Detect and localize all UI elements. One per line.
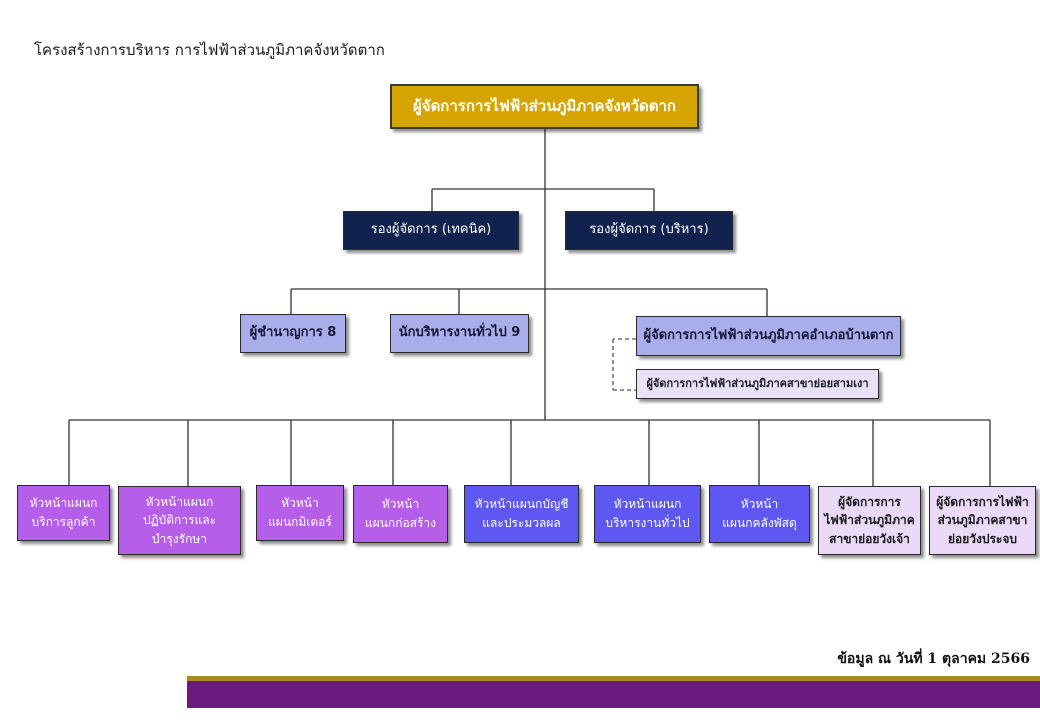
dept-line: หัวหน้าแผนก — [613, 497, 682, 512]
provincial-manager-box: ผู้จัดการการไฟฟ้าส่วนภูมิภาคจังหวัดตาก — [390, 84, 699, 129]
district-manager-label: ผู้จัดการการไฟฟ้าส่วนภูมิภาคอำเภอบ้านตาก — [643, 327, 894, 343]
dept-line: บริการลูกค้า — [31, 515, 96, 529]
deputy-technical-box: รองผู้จัดการ (เทคนิค) — [343, 211, 519, 250]
provincial-manager-label: ผู้จัดการการไฟฟ้าส่วนภูมิภาคจังหวัดตาก — [412, 96, 676, 115]
dept-construction-box: หัวหน้า แผนกก่อสร้าง — [353, 485, 448, 543]
dept-accounting-box: หัวหน้าแผนกบัญชี และประมวลผล — [464, 485, 579, 543]
dept-line: แผนกมิเตอร์ — [268, 515, 332, 529]
dept-line: หัวหน้า — [740, 497, 779, 512]
dept-line: ไฟฟ้าส่วนภูมิภาค — [824, 513, 915, 528]
dept-line: บริหารงานทั่วไป — [605, 516, 690, 530]
dept-line: แผนกก่อสร้าง — [364, 516, 437, 530]
general-officer-box: นักบริหารงานทั่วไป 9 — [390, 314, 529, 353]
page-title: โครงสร้างการบริหาร การไฟฟ้าส่วนภูมิภาคจั… — [34, 41, 385, 59]
deputy-admin-label: รองผู้จัดการ (บริหาร) — [589, 222, 709, 238]
dept-line: และประมวลผล — [482, 516, 561, 530]
dept-general-admin-box: หัวหน้าแผนก บริหารงานทั่วไป — [594, 485, 701, 543]
dept-operations-box: หัวหน้าแผนก ปฏิบัติการและ บำรุงรักษา — [118, 486, 241, 555]
data-date-note: ข้อมูล ณ วันที่ 1 ตุลาคม 2566 — [837, 651, 1030, 667]
dept-line: ส่วนภูมิภาคสาขา — [937, 513, 1028, 528]
dept-line: หัวหน้า — [381, 497, 420, 512]
dept-meter-box: หัวหน้า แผนกมิเตอร์ — [256, 485, 344, 541]
footer-band — [187, 681, 1040, 708]
sub-branch-label: ผู้จัดการการไฟฟ้าส่วนภูมิภาคสาขาย่อยสามเ… — [646, 377, 869, 391]
district-manager-box: ผู้จัดการการไฟฟ้าส่วนภูมิภาคอำเภอบ้านตาก — [636, 316, 901, 356]
branch-wangprachop-box: ผู้จัดการการไฟฟ้า ส่วนภูมิภาคสาขา ย่อยวั… — [929, 486, 1036, 555]
dept-line: หัวหน้าแผนกบัญชี — [474, 497, 569, 512]
dept-warehouse-box: หัวหน้า แผนกคลังพัสดุ — [709, 485, 810, 543]
dept-customer-service-box: หัวหน้าแผนก บริการลูกค้า — [17, 485, 110, 541]
general-officer-label: นักบริหารงานทั่วไป 9 — [398, 325, 521, 341]
dept-line: หัวหน้าแผนก — [29, 496, 98, 511]
footer-accent-line — [187, 676, 1040, 681]
specialist-label: ผู้ชำนาญการ 8 — [249, 325, 337, 341]
dept-line: ย่อยวังประจบ — [947, 531, 1018, 546]
dept-line: ผู้จัดการการไฟฟ้า — [936, 494, 1029, 509]
dept-line: สาขาย่อยวังเจ้า — [829, 531, 910, 546]
sub-branch-box: ผู้จัดการการไฟฟ้าส่วนภูมิภาคสาขาย่อยสามเ… — [636, 369, 879, 399]
dept-line: ผู้จัดการการ — [838, 494, 901, 509]
deputy-technical-label: รองผู้จัดการ (เทคนิค) — [370, 222, 492, 238]
deputy-admin-box: รองผู้จัดการ (บริหาร) — [565, 211, 733, 250]
dept-line: แผนกคลังพัสดุ — [722, 516, 797, 530]
dept-line: หัวหน้าแผนก — [145, 494, 214, 509]
branch-wangchao-box: ผู้จัดการการ ไฟฟ้าส่วนภูมิภาค สาขาย่อยวั… — [818, 486, 921, 555]
dept-line: ปฏิบัติการและ — [142, 513, 217, 528]
dept-line: บำรุงรักษา — [151, 531, 208, 546]
dept-line: หัวหน้า — [281, 496, 319, 511]
specialist-box: ผู้ชำนาญการ 8 — [240, 314, 346, 353]
